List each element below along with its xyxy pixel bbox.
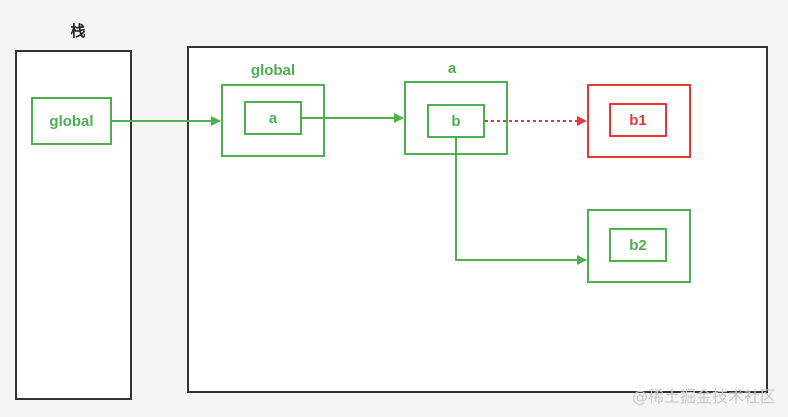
stack-title: 栈 — [70, 22, 86, 40]
a-object-field-b: b — [427, 104, 485, 138]
b1-object-label: b1 — [609, 103, 667, 137]
arrow-b-to-b2 — [455, 138, 587, 265]
watermark: @稀土掘金技术社区 — [631, 387, 776, 406]
global-object-caption: global — [250, 62, 296, 79]
b2-object-label: b2 — [609, 228, 667, 262]
a-object-caption: a — [447, 60, 457, 77]
stack-global-node: global — [31, 97, 112, 145]
global-object-field-a: a — [244, 101, 302, 135]
